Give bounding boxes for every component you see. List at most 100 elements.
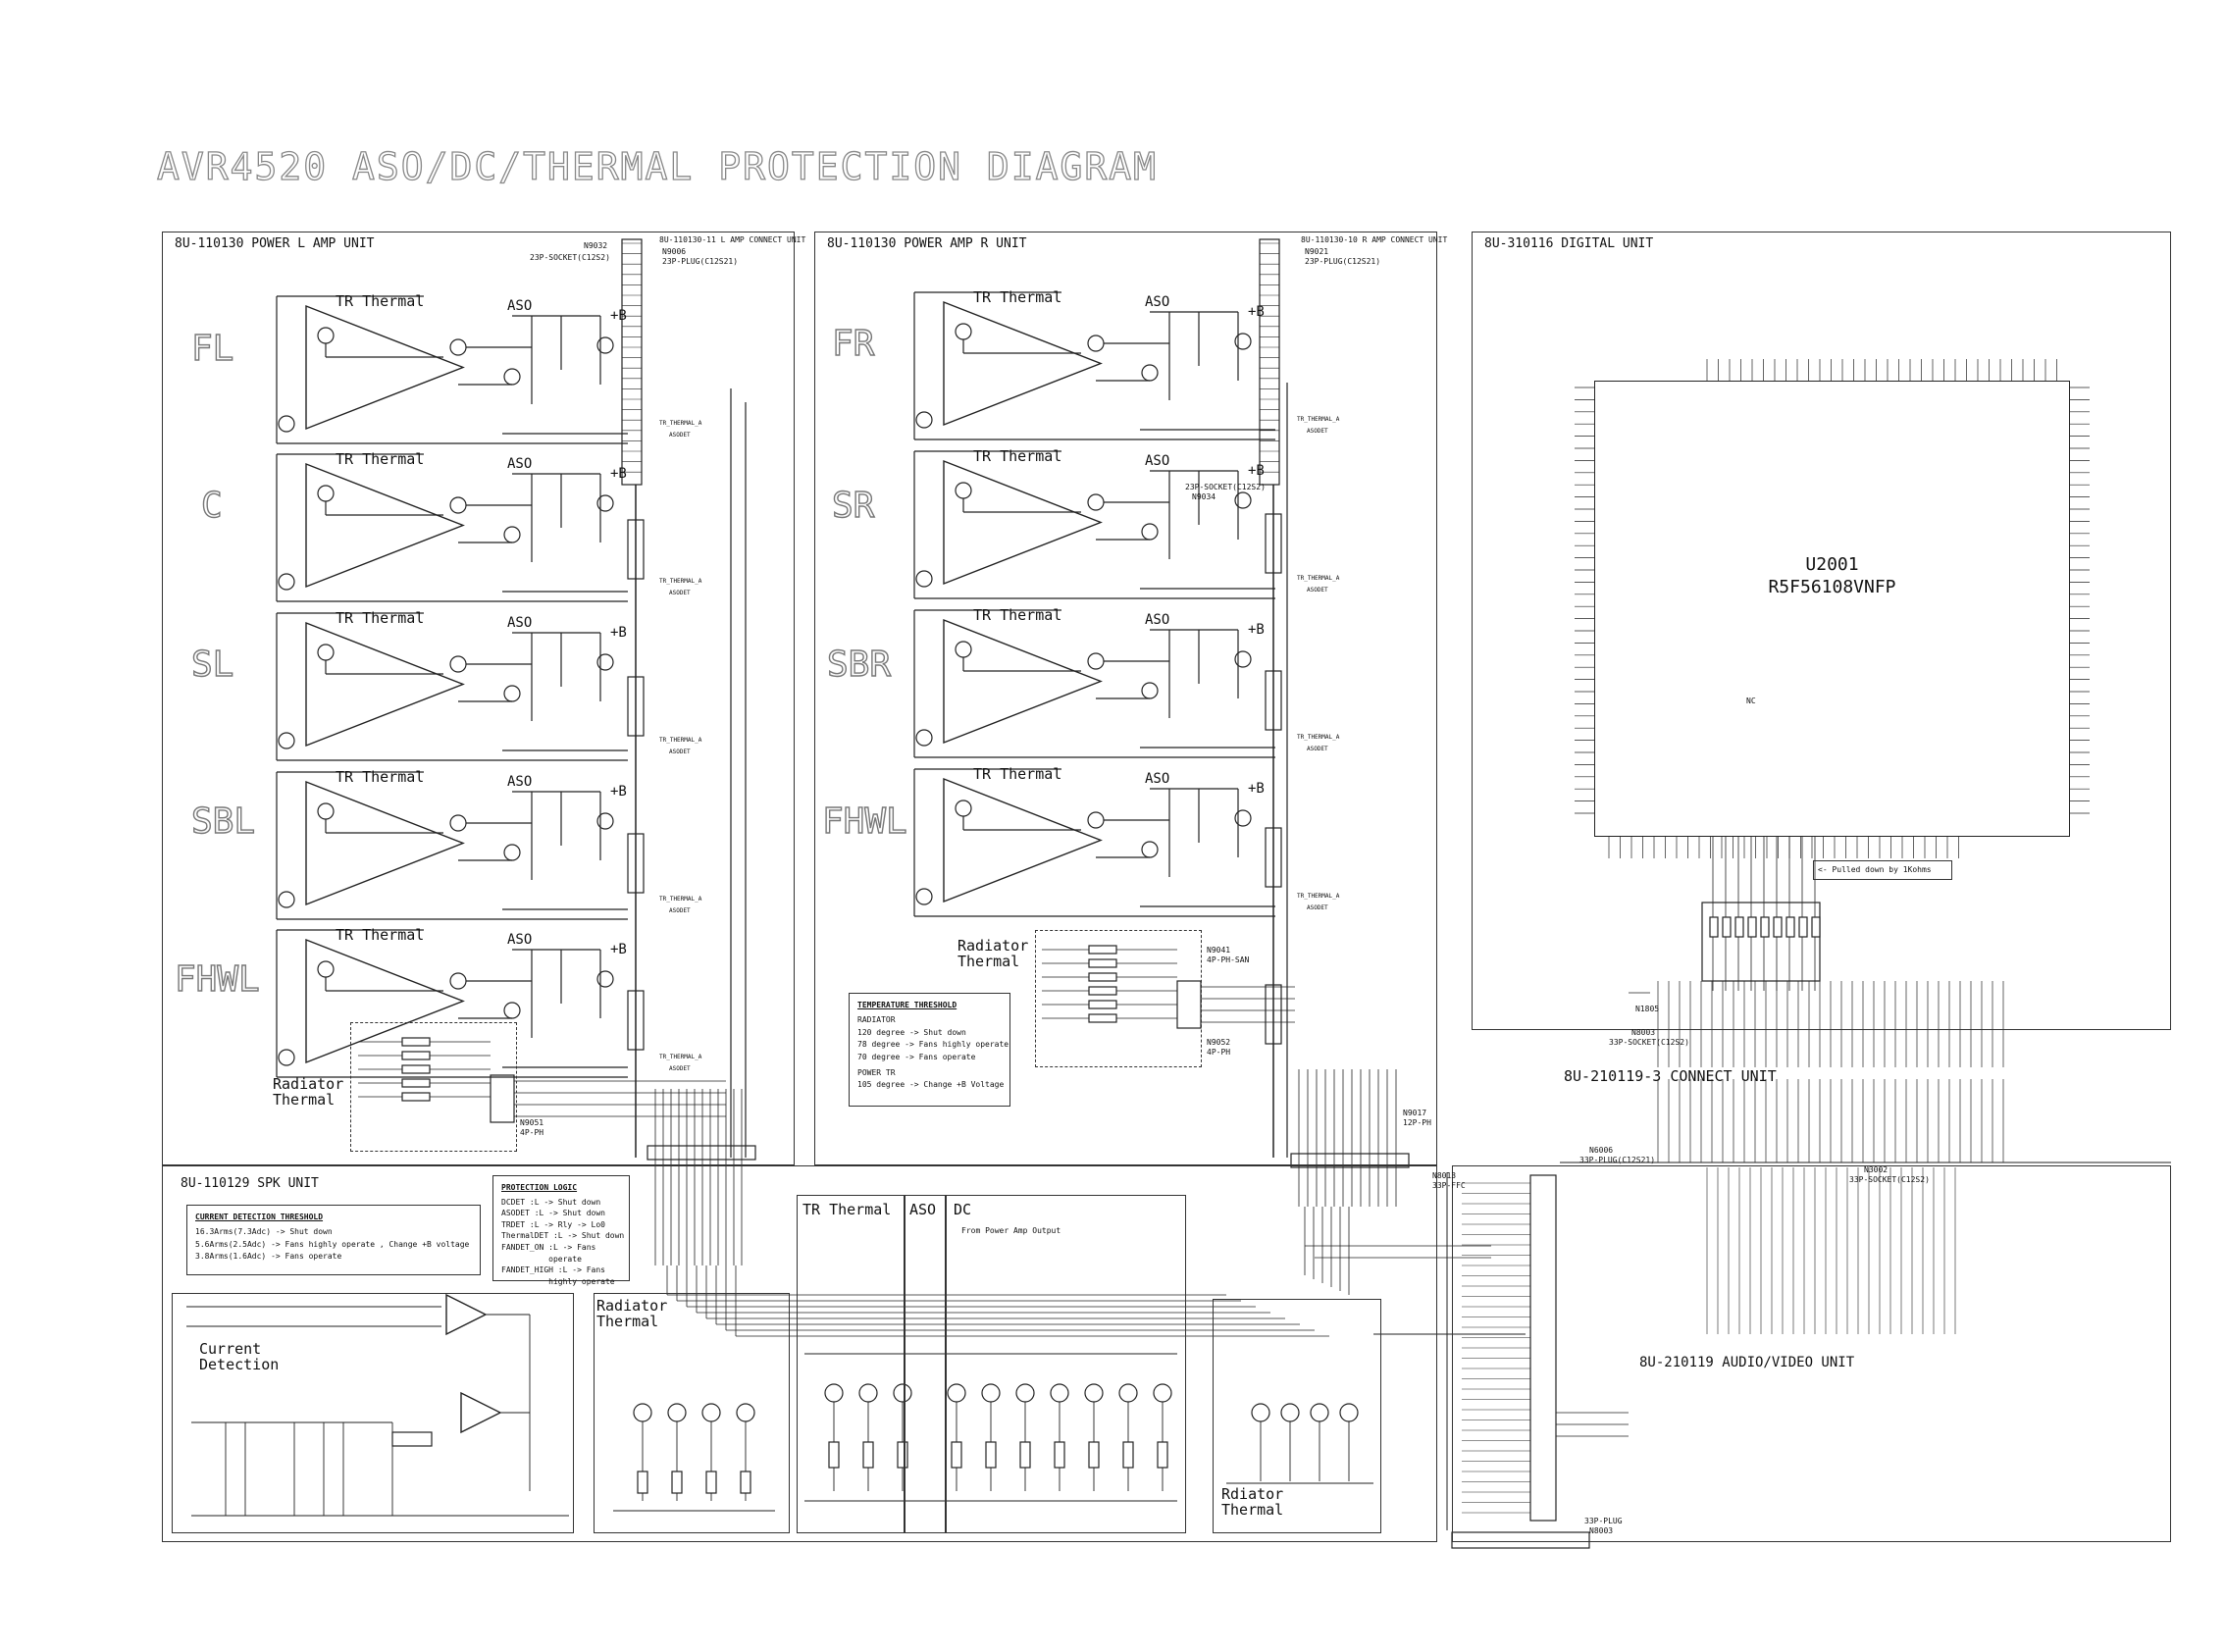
channel-label-sbl: SBL [190, 800, 256, 842]
n9052-label: N9052 [1207, 1038, 1231, 1047]
spk-tr-thermal-block [797, 1195, 905, 1533]
protection-logic-4: ThermalDET :L -> Shut down [501, 1231, 625, 1241]
spk-dc-block [946, 1195, 1186, 1533]
channel-label-c: C [200, 485, 223, 526]
n9051-type: 4P-PH [520, 1128, 544, 1137]
connect-unit-title: 8U-210119-3 CONNECT UNIT [1564, 1067, 1777, 1085]
bias-transistor-l-0 [278, 415, 295, 433]
n6006-type: 33P-PLUG(C12S21) [1579, 1156, 1656, 1164]
pullup-resistor-3 [1747, 916, 1757, 938]
pullup-resistor-array [1701, 902, 1821, 982]
spk-radiator-resistor-1 [671, 1471, 683, 1494]
current-threshold-2: 5.6Arms(2.5Adc) -> Fans highly operate ,… [195, 1239, 470, 1249]
radiator-l-connector [490, 1074, 515, 1123]
pullup-resistor-1 [1722, 916, 1732, 938]
radiator-threshold-1: 120 degree -> Shut down [857, 1027, 966, 1037]
aso-net-label-r-2: ASODET [1307, 746, 1328, 752]
radiator-l-resistor-1 [401, 1051, 431, 1060]
spk-dc-resistor-9 [1157, 1441, 1168, 1469]
aso-net-label-l-3: ASODET [669, 907, 691, 914]
radiator-thermal-r-box [1035, 930, 1202, 1067]
amp-triangle-r-0 [943, 300, 1103, 427]
u2001-part: R5F56108VNFP [1768, 577, 1896, 597]
radiator-r-resistor-1 [1088, 958, 1117, 968]
amp-triangle-l-4 [305, 938, 465, 1064]
pullup-resistor-4 [1760, 916, 1770, 938]
spk-dc-resistor-8 [1122, 1441, 1134, 1469]
r-amp-connector-strip [1259, 238, 1280, 486]
radiator-threshold-label: RADIATOR [857, 1015, 896, 1025]
plus-b-label-r-1: +B [1248, 463, 1265, 479]
nc-label: NC [1746, 697, 1756, 705]
spk-dc-resistor-0 [828, 1441, 840, 1469]
channel-label-fhwl-l: FHWL [174, 958, 260, 1000]
current-threshold-3: 3.8Arms(1.6Adc) -> Fans operate [195, 1252, 342, 1262]
l-bottom-connector [647, 1145, 756, 1161]
tr-thermal-label-l-3: TR Thermal [336, 768, 425, 786]
protection-logic-2: ASODET :L -> Shut down [501, 1209, 605, 1218]
plus-b-label-l-0: +B [610, 308, 627, 324]
spk-aso-block [905, 1195, 946, 1533]
tr-thermal-net-label-l-1: TR_THERMAL_A [659, 578, 702, 585]
pullup-resistor-0 [1709, 916, 1719, 938]
radiator-thermal-label-l: Thermal [273, 1091, 336, 1109]
n8003b-type: 33P-PLUG [1584, 1517, 1623, 1525]
plus-b-label-l-2: +B [610, 625, 627, 641]
tr-thermal-net-label-l-0: TR_THERMAL_A [659, 420, 702, 427]
bias-transistor-r-3 [915, 888, 933, 905]
tr-thermal-label-r-2: TR Thermal [973, 606, 1062, 624]
radiator-l-resistor-3 [401, 1078, 431, 1088]
n9032-type: 23P-SOCKET(C12S2) [530, 253, 610, 262]
amp-triangle-l-2 [305, 621, 465, 748]
n9006-type: 23P-PLUG(C12S21) [662, 257, 739, 266]
bias-transistor-r-1 [915, 570, 933, 588]
amp-triangle-r-1 [943, 459, 1103, 586]
n8013-type: 33P-FFC [1432, 1181, 1466, 1190]
aso-label-r-1: ASO [1145, 453, 1170, 469]
spk-dc-resistor-6 [1054, 1441, 1065, 1469]
aso-label-r-0: ASO [1145, 294, 1170, 310]
radiator-l-resistor-2 [401, 1064, 431, 1074]
protection-logic-6: operate [501, 1254, 582, 1264]
r-socket-type: 23P-SOCKET(C12S2) [1185, 483, 1266, 491]
plus-b-transistor-l-2 [596, 653, 614, 671]
plus-b-transistor-l-0 [596, 336, 614, 354]
n9006-label: N9006 [662, 247, 687, 256]
n3002-label: N3002 [1864, 1165, 1889, 1174]
radiator-r-resistor-4 [1088, 1000, 1117, 1009]
channel-label-sbr: SBR [826, 644, 892, 685]
l-amp-connector-strip [621, 238, 643, 486]
plus-b-label-r-2: +B [1248, 622, 1265, 638]
tr-thermal-net-label-r-0: TR_THERMAL_A [1297, 416, 1340, 423]
plus-b-transistor-r-2 [1234, 650, 1252, 668]
spk-rdiator-thermal-block [1213, 1299, 1381, 1533]
protection-logic-1: DCDET :L -> Shut down [501, 1197, 601, 1207]
aso-label-l-4: ASO [507, 932, 533, 948]
n9017-label: N9017 [1403, 1109, 1427, 1117]
n8013-label: N8013 [1432, 1171, 1457, 1180]
n3002-type: 33P-SOCKET(C12S2) [1849, 1175, 1930, 1184]
aso-net-label-r-0: ASODET [1307, 428, 1328, 435]
r-amp-connect-unit-label: 8U-110130-10 R AMP CONNECT UNIT [1301, 235, 1448, 244]
pullup-resistor-5 [1773, 916, 1783, 938]
bias-transistor-r-0 [915, 411, 933, 429]
radiator-r-resistor-5 [1088, 1013, 1117, 1023]
radiator-threshold-3: 70 degree -> Fans operate [857, 1052, 976, 1061]
aso-net-label-l-0: ASODET [669, 432, 691, 439]
aso-label-l-1: ASO [507, 456, 533, 472]
protection-logic-7: FANDET_HIGH :L -> Fans [501, 1265, 605, 1275]
page-title: AVR4520 ASO/DC/THERMAL PROTECTION DIAGRA… [156, 144, 1158, 188]
radiator-label-l: Radiator [273, 1075, 344, 1093]
n9051-label: N9051 [520, 1118, 544, 1127]
bias-transistor-l-1 [278, 573, 295, 591]
protection-logic-note: PROTECTION LOGIC DCDET :L -> Shut down A… [492, 1175, 630, 1286]
temperature-threshold-note: TEMPERATURE THRESHOLD RADIATOR 120 degre… [849, 993, 1010, 1107]
radiator-threshold-2: 78 degree -> Fans highly operate [857, 1040, 1009, 1050]
radiator-r-resistor-0 [1088, 945, 1117, 955]
tr-thermal-label-l-2: TR Thermal [336, 609, 425, 627]
spk-dc-resistor-5 [1019, 1441, 1031, 1469]
spk-tr-thermal-label: TR Thermal [802, 1201, 892, 1218]
radiator-thermal-label-r: Thermal [957, 953, 1020, 970]
spk-radiator-thermal-label: Thermal [596, 1313, 659, 1330]
r-bottom-connector [1290, 1153, 1410, 1168]
